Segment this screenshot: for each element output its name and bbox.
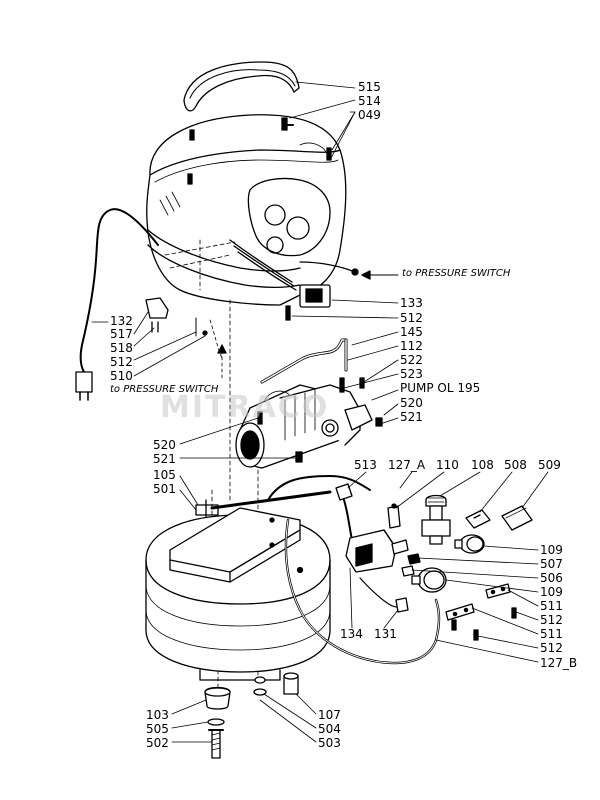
label-520-a: 520 <box>400 396 423 410</box>
label-504: 504 <box>318 722 341 736</box>
label-512-c: 512 <box>540 613 563 627</box>
label-110: 110 <box>436 458 459 472</box>
label-127-a: 127_A <box>388 458 426 472</box>
label-512-d: 512 <box>540 641 563 655</box>
label-521-a: 521 <box>400 410 423 424</box>
label-518: 518 <box>110 341 133 355</box>
label-514: 514 <box>358 94 381 108</box>
label-513: 513 <box>354 458 377 472</box>
pressure-switch-cluster <box>345 503 409 613</box>
note-to-pressure-switch-lower: to PRESSURE SWITCH <box>110 384 219 395</box>
label-107: 107 <box>318 708 341 722</box>
label-131: 131 <box>374 627 397 641</box>
label-521-b: 521 <box>153 452 176 466</box>
label-515: 515 <box>358 80 381 94</box>
label-049: 049 <box>358 108 381 122</box>
arrow-upper <box>361 270 399 280</box>
label-109-b: 109 <box>540 585 563 599</box>
label-501: 501 <box>153 482 176 496</box>
screw-512 <box>285 305 291 321</box>
label-517: 517 <box>110 327 133 341</box>
label-503: 503 <box>318 736 341 750</box>
label-103: 103 <box>146 708 169 722</box>
label-505: 505 <box>146 722 169 736</box>
label-511-a: 511 <box>540 599 563 613</box>
drain-valve <box>253 672 299 696</box>
regulator <box>421 494 451 545</box>
label-507: 507 <box>540 557 563 571</box>
arrow-lower <box>217 344 227 381</box>
label-520-b: 520 <box>153 438 176 452</box>
label-511-b: 511 <box>540 627 563 641</box>
label-127-b: 127_B <box>540 656 578 670</box>
label-134: 134 <box>340 627 363 641</box>
label-105: 105 <box>153 468 176 482</box>
label-512-a: 512 <box>400 311 423 325</box>
bracket-upper <box>485 583 517 619</box>
label-145: 145 <box>400 325 423 339</box>
bracket-lower <box>445 603 479 641</box>
quick-coupler <box>465 505 533 531</box>
label-pump: PUMP OL 195 <box>400 381 481 395</box>
top-shroud <box>146 114 359 308</box>
foot-assembly <box>204 686 231 759</box>
hoses <box>210 475 441 665</box>
pump-tube <box>260 338 348 384</box>
label-502: 502 <box>146 736 169 750</box>
power-cord <box>75 208 159 401</box>
watermark: MITRACO <box>160 390 330 425</box>
label-512-b: 512 <box>110 355 133 369</box>
label-109-a: 109 <box>540 543 563 557</box>
leader-lines <box>91 81 549 743</box>
label-509: 509 <box>538 458 561 472</box>
note-to-pressure-switch-upper: to PRESSURE SWITCH <box>402 268 511 279</box>
label-523: 523 <box>400 367 423 381</box>
fitting-507 <box>407 553 421 565</box>
label-112: 112 <box>400 339 423 353</box>
label-510: 510 <box>110 369 133 383</box>
label-506: 506 <box>540 571 563 585</box>
gauge-upper <box>454 534 485 554</box>
label-133: 133 <box>400 296 423 310</box>
pump-motor <box>235 377 383 469</box>
label-522: 522 <box>400 353 423 367</box>
cord-clamp <box>145 297 223 359</box>
label-132: 132 <box>110 314 133 328</box>
air-tank <box>145 507 331 681</box>
fitting-506 <box>401 565 415 577</box>
label-108: 108 <box>471 458 494 472</box>
carry-handle <box>183 61 300 112</box>
label-508: 508 <box>504 458 527 472</box>
